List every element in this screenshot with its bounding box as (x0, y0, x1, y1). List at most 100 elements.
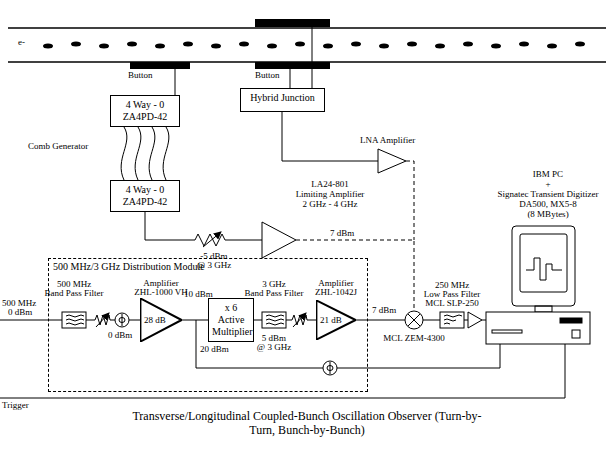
part-label: ZHL-1000 VH (134, 288, 188, 298)
module-input (115, 313, 129, 327)
part-label: 10 dBm (184, 290, 213, 300)
electron-bunch (211, 44, 221, 49)
part-label: LNA Amplifier (360, 136, 415, 146)
part-label: DA500, MX5-8 (519, 200, 577, 210)
pc-computer (512, 226, 575, 306)
button-wire (312, 27, 313, 88)
pc-computer (486, 312, 590, 344)
electron-bunch (491, 44, 501, 49)
pc-computer (526, 258, 562, 280)
part-label: @ 3 GHz (257, 343, 291, 353)
electron-bunch (43, 42, 585, 49)
electron-bunch (519, 42, 529, 47)
part-label: (8 MBytes) (527, 210, 568, 220)
splitter-box: 4 Way - 0 ZA4PD-42 (110, 180, 180, 212)
pc-computer (572, 330, 580, 338)
electron-bunch (295, 42, 305, 47)
output-chain (423, 312, 486, 328)
electron-bunch (267, 44, 277, 49)
part-label: 7 dBm (330, 229, 354, 239)
part-label: Band Pass Filter (244, 289, 303, 299)
part-label: e- (18, 38, 25, 48)
module-input (119, 318, 125, 323)
part-label: LA24-801 (311, 180, 349, 190)
node-text: 4 Way - 0 ZA4PD-42 (123, 99, 167, 122)
pc-computer (520, 234, 567, 292)
limiter-path (225, 240, 262, 241)
band-pass-filter (266, 315, 284, 325)
electron-bunch (407, 42, 417, 47)
output-chain (464, 320, 468, 321)
button-wire (290, 69, 291, 88)
mixer-symbol (405, 311, 423, 329)
button-wire (175, 27, 312, 95)
signal-dashed (296, 161, 414, 311)
electron-bunch (99, 44, 109, 49)
pc-computer (486, 226, 590, 344)
electron-bunch (183, 42, 193, 47)
part-label: 20 dBm (200, 345, 229, 355)
output-chain (482, 320, 486, 321)
pc-computer (560, 318, 582, 323)
electron-bunch (351, 42, 361, 47)
electron-bunch (43, 44, 53, 49)
module-input (66, 315, 84, 325)
cable-connector (121, 127, 127, 180)
output-chain (423, 320, 440, 321)
part-label: IBM PC (533, 170, 563, 180)
mixer-symbol (405, 311, 423, 329)
electron-bunch (71, 42, 81, 47)
attenuator-symbol (293, 313, 306, 327)
part-label: 0 dBm (108, 331, 132, 341)
limiter-path (195, 234, 225, 246)
mixer-symbol (408, 314, 420, 326)
attenuator-symbol (292, 313, 307, 327)
part-label: 0 dBm (8, 308, 32, 318)
output-chain (444, 315, 462, 324)
electron-bunch (379, 44, 389, 49)
part-label: MCL SLP-250 (425, 299, 478, 309)
electron-bunch (155, 44, 165, 49)
output-chain (468, 312, 482, 328)
cable-connector (163, 127, 169, 180)
limiter-path (203, 232, 221, 247)
cable-connector (182, 320, 208, 321)
splitter-box: 4 Way - 0 ZA4PD-42 (110, 95, 180, 127)
mixer-feed (356, 320, 405, 321)
mixer-feed (356, 320, 405, 321)
part-label: @ 3 GHz (197, 261, 231, 271)
figure-caption: Transverse/Longitudinal Coupled-Bunch Os… (132, 409, 482, 438)
module-input (129, 320, 140, 321)
electron-bunch (547, 44, 557, 49)
amplifier-triangle: 28 dB (140, 298, 182, 342)
beam-pipe (8, 28, 606, 62)
pickup-button (130, 62, 190, 69)
part-label: 2 GHz - 4 GHz (303, 200, 358, 210)
part-label: Button (128, 71, 153, 81)
trigger-branch (0, 344, 565, 398)
trigger-branch (337, 344, 500, 368)
part-label: Button (255, 71, 280, 81)
electron-bunch (127, 42, 137, 47)
node-text: 28 dB (144, 315, 166, 326)
module-input (62, 312, 86, 328)
trigger-branch (323, 361, 337, 375)
multiplier-box: x 6 Active Multiplier (208, 298, 254, 342)
part-label: 7 dBm (372, 306, 396, 316)
electron-bunch (239, 42, 249, 47)
part-label: Signatec Transient Digitizer (498, 190, 599, 200)
lna-path (378, 149, 406, 173)
module-input (0, 320, 62, 321)
electron-bunch (323, 44, 333, 49)
part-label: Trigger (2, 401, 29, 411)
attenuator-symbol (292, 313, 307, 327)
beam-pipe (8, 27, 606, 29)
pickup-button (255, 19, 330, 27)
part-label: Limiting Amplifier (296, 190, 365, 200)
part-label: Band Pass Filter (44, 289, 103, 299)
trigger-branch (330, 362, 331, 374)
mixer-symbol (408, 314, 420, 326)
limiter-path (145, 212, 195, 240)
